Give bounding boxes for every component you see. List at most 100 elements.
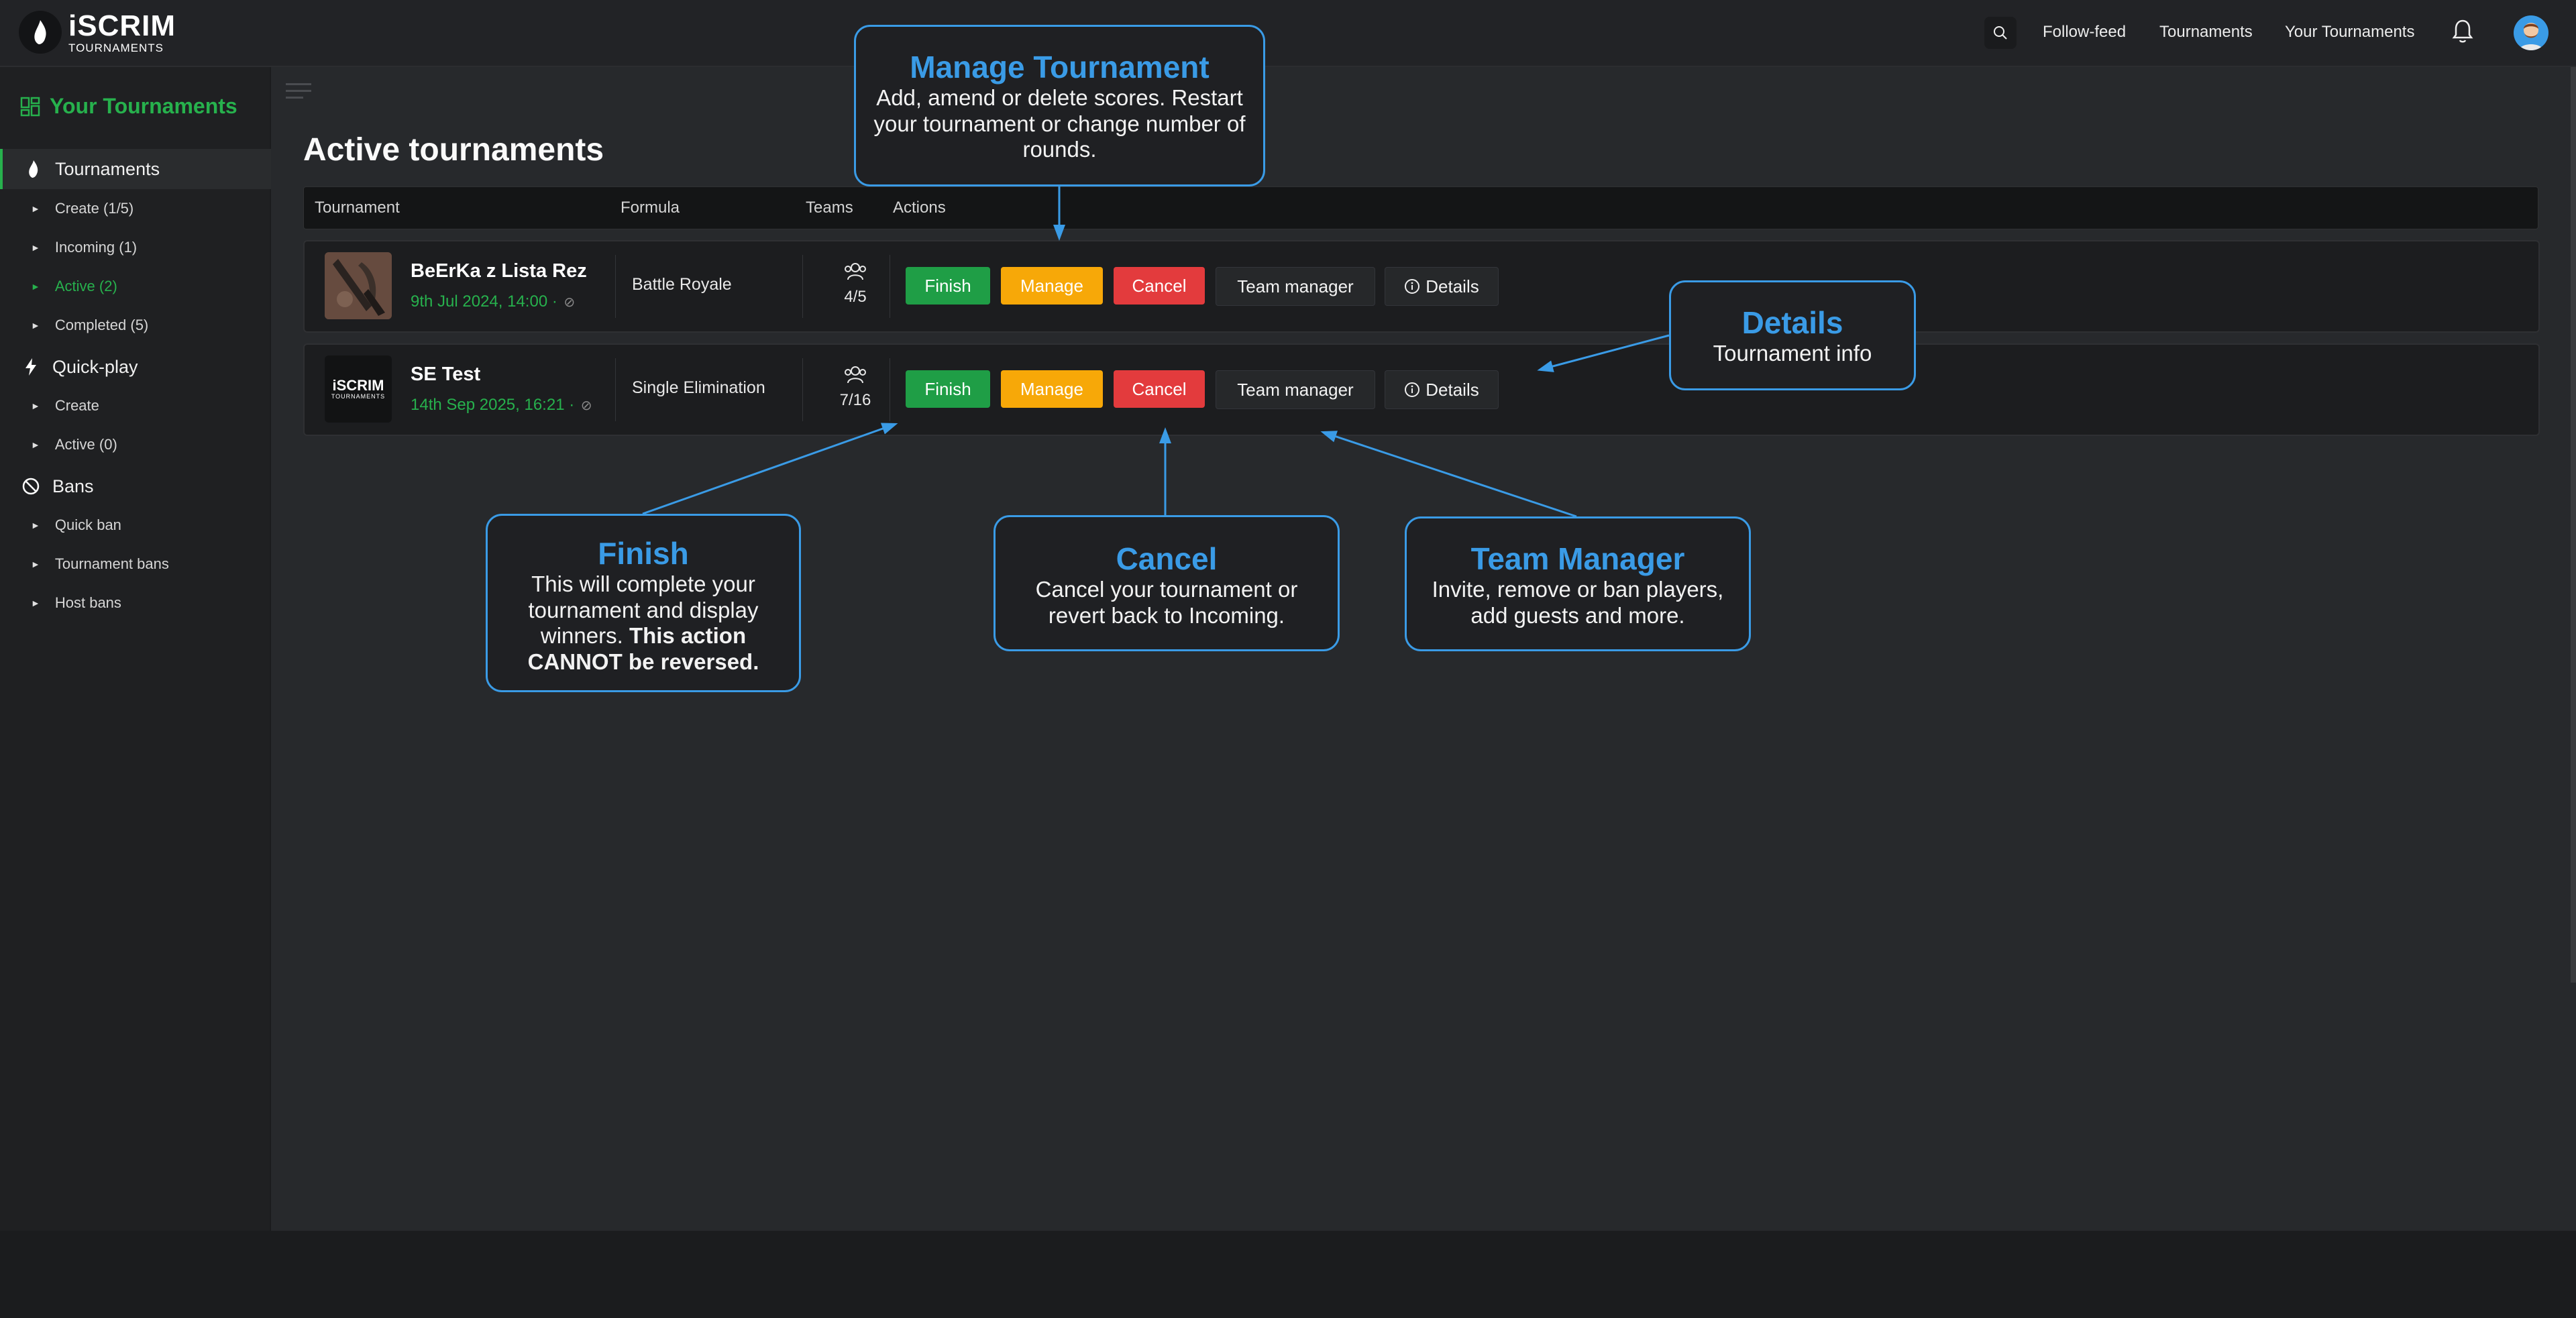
tournament-thumbnail[interactable] <box>325 252 392 319</box>
sidebar-section-bans[interactable]: Bans <box>0 466 270 506</box>
team-manager-button[interactable]: Team manager <box>1216 370 1375 409</box>
caret-right-icon: ► <box>31 559 40 569</box>
table-row: BeErKa z Lista Rez 9th Jul 2024, 14:00 ·… <box>303 240 2540 333</box>
logo-sub-text: TOURNAMENTS <box>68 41 164 54</box>
logo-main-text: iSCRIM <box>68 9 176 42</box>
callout-body: Tournament info <box>1713 340 1872 366</box>
tournament-name[interactable]: BeErKa z Lista Rez <box>411 260 587 282</box>
eye-slash-icon: ⊘ <box>577 398 592 413</box>
notifications-bell-icon[interactable] <box>2452 19 2473 48</box>
sidebar-item-completed[interactable]: ►Completed (5) <box>31 317 148 334</box>
sidebar-section-label: Bans <box>52 476 94 496</box>
sidebar-item-label: Active (0) <box>54 436 117 453</box>
sidebar-item-active[interactable]: ►Active (2) <box>31 278 117 295</box>
team-manager-button[interactable]: Team manager <box>1216 267 1375 306</box>
callout-details: Details Tournament info <box>1669 280 1916 390</box>
teams-cell: 7/16 <box>825 365 885 410</box>
user-avatar[interactable] <box>2514 15 2548 50</box>
sidebar-item-quick-ban[interactable]: ► Quick ban <box>31 516 121 534</box>
scrollbar[interactable] <box>2571 67 2576 983</box>
finish-button[interactable]: Finish <box>906 370 990 408</box>
flame-icon <box>23 160 44 178</box>
search-icon <box>1994 26 2007 40</box>
table-header: Tournament Formula Teams Actions <box>303 186 2538 229</box>
sidebar-section-quick-play[interactable]: Quick-play <box>0 347 270 387</box>
thumbnail-logo-sub: TOURNAMENTS <box>331 393 386 400</box>
info-icon <box>1404 278 1420 294</box>
cancel-button[interactable]: Cancel <box>1114 267 1205 305</box>
sidebar-item-label: Host bans <box>54 594 121 611</box>
lightning-icon <box>20 358 42 376</box>
caret-right-icon: ► <box>31 520 40 531</box>
callout-body: Cancel your tournament or revert back to… <box>1035 576 1298 628</box>
thumbnail-logo-text: iSCRIM <box>332 377 384 394</box>
tournament-formula: Single Elimination <box>632 378 765 397</box>
manage-button[interactable]: Manage <box>1001 267 1103 305</box>
tournament-name[interactable]: SE Test <box>411 364 481 385</box>
flame-logo-icon <box>19 11 62 54</box>
sidebar-item-create[interactable]: ► Create (1/5) <box>31 200 133 217</box>
sidebar-section-tournaments[interactable]: Tournaments <box>0 149 272 189</box>
nav-follow-feed[interactable]: Follow-feed <box>2043 23 2127 41</box>
sidebar-section-label: Tournaments <box>55 158 160 179</box>
teams-count: 4/5 <box>844 288 867 306</box>
callout-title: Team Manager <box>1470 541 1685 576</box>
callout-title: Manage Tournament <box>910 50 1210 85</box>
menu-toggle-icon[interactable] <box>286 82 313 104</box>
callout-team-manager: Team Manager Invite, remove or ban playe… <box>1405 516 1751 651</box>
cancel-button[interactable]: Cancel <box>1114 370 1205 408</box>
sidebar-item-label: Tournament bans <box>54 555 169 572</box>
teams-count: 7/16 <box>839 391 871 409</box>
caret-right-icon: ► <box>31 598 40 608</box>
sidebar-item-label: Create <box>54 397 99 414</box>
sidebar-item-incoming[interactable]: ► Incoming (1) <box>31 239 137 256</box>
caret-right-icon: ► <box>31 203 40 214</box>
callout-title: Details <box>1741 305 1843 340</box>
details-label: Details <box>1426 379 1479 400</box>
sidebar-title-label: Your Tournaments <box>50 94 237 118</box>
caret-right-icon: ► <box>31 400 40 411</box>
column-header-tournament: Tournament <box>315 199 400 217</box>
bottom-strip <box>0 1231 2576 1318</box>
tournament-date: 9th Jul 2024, 14:00 · ⊘ <box>411 292 575 311</box>
sidebar-item-quickplay-active[interactable]: ► Active (0) <box>31 436 117 453</box>
date-text: 9th Jul 2024, 14:00 · <box>411 292 557 311</box>
callout-title: Finish <box>598 536 689 571</box>
teams-cell: 4/5 <box>825 262 885 307</box>
callout-finish: Finish This will complete your tournamen… <box>486 514 801 692</box>
dashboard-icon <box>20 97 40 116</box>
manage-button[interactable]: Manage <box>1001 370 1103 408</box>
sidebar-item-label: Incoming (1) <box>54 239 138 256</box>
sidebar-item-label: Quick ban <box>54 516 121 533</box>
details-label: Details <box>1426 276 1479 296</box>
sidebar-section-label: Quick-play <box>52 356 138 377</box>
logo[interactable]: iSCRIM TOURNAMENTS <box>19 11 176 54</box>
caret-right-icon: ► <box>31 242 40 253</box>
nav-your-tournaments[interactable]: Your Tournaments <box>2285 23 2415 41</box>
callout-manage-tournament: Manage Tournament Add, amend or delete s… <box>854 25 1265 186</box>
page-title: Active tournaments <box>303 132 604 168</box>
search-button[interactable] <box>1984 17 2017 49</box>
tournament-formula: Battle Royale <box>632 275 732 294</box>
column-header-formula: Formula <box>621 199 680 217</box>
sidebar-item-host-bans[interactable]: ► Host bans <box>31 594 121 612</box>
sidebar-item-label: Active (2) <box>54 278 117 294</box>
callout-body: Invite, remove or ban players, add guest… <box>1432 576 1724 628</box>
sidebar-title[interactable]: Your Tournaments <box>20 94 237 119</box>
details-button[interactable]: Details <box>1385 370 1499 409</box>
nav-tournaments[interactable]: Tournaments <box>2159 23 2253 41</box>
callout-body: This will complete your tournament and d… <box>488 571 799 675</box>
sidebar-item-quickplay-create[interactable]: ► Create <box>31 397 99 415</box>
ban-icon <box>20 477 42 496</box>
caret-right-icon: ► <box>31 439 40 450</box>
sidebar-item-label: Create (1/5) <box>54 200 134 217</box>
tournament-thumbnail[interactable]: iSCRIM TOURNAMENTS <box>325 355 392 423</box>
top-header: iSCRIM TOURNAMENTS Follow-feed Tournamen… <box>0 0 2576 67</box>
finish-button[interactable]: Finish <box>906 267 990 305</box>
info-icon <box>1404 382 1420 398</box>
tournament-date: 14th Sep 2025, 16:21 · ⊘ <box>411 396 592 415</box>
details-button[interactable]: Details <box>1385 267 1499 306</box>
sidebar-item-tournament-bans[interactable]: ► Tournament bans <box>31 555 169 573</box>
callout-cancel: Cancel Cancel your tournament or revert … <box>994 515 1340 651</box>
callout-body-text: This will complete your tournament and d… <box>528 571 759 649</box>
